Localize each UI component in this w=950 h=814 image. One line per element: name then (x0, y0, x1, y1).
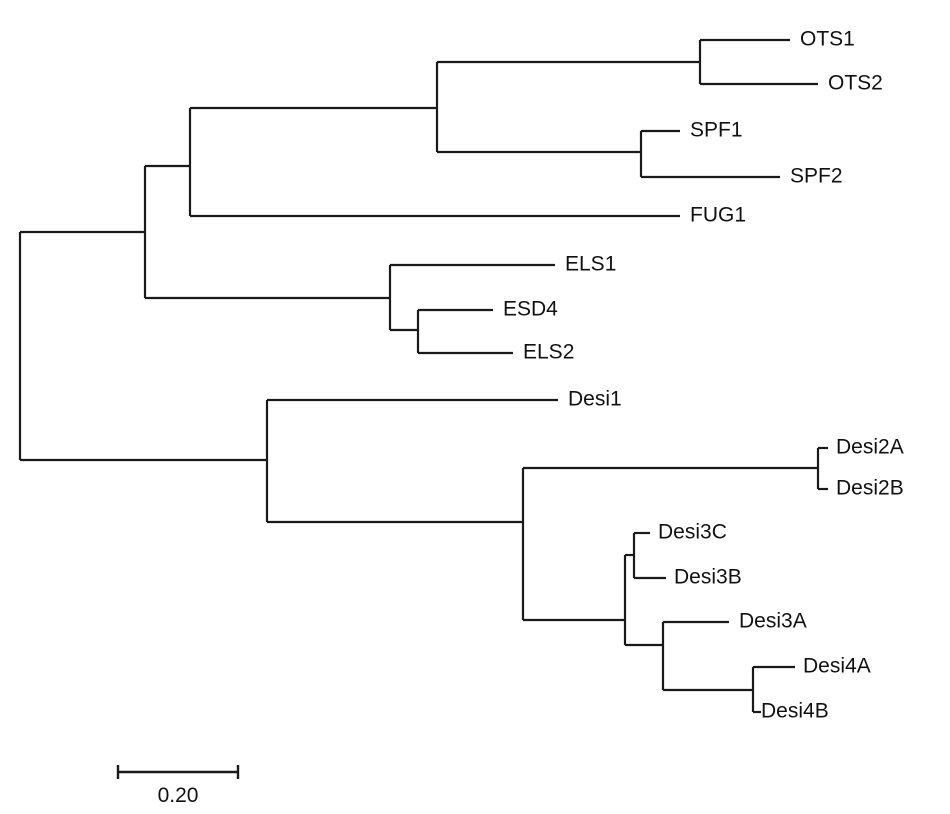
internal-node-node-desi3a4 (625, 622, 665, 690)
tip-label-OTS2: OTS2 (828, 72, 883, 95)
internal-node-node-els (145, 265, 392, 330)
internal-node-node-desi3cb (625, 533, 636, 578)
tip-label-Desi4B: Desi4B (761, 700, 829, 723)
internal-node-node-desi34 (523, 555, 627, 645)
tip-label-OTS1: OTS1 (800, 28, 855, 51)
internal-branch-group (18, 40, 820, 712)
tip-label-Desi2B: Desi2B (836, 477, 904, 500)
tip-label-SPF1: SPF1 (690, 119, 743, 142)
scale-bar-label: 0.20 (158, 784, 199, 807)
internal-node-node-spf (437, 131, 643, 177)
internal-node-node-desi234 (267, 468, 525, 620)
tip-label-ELS2: ELS2 (523, 341, 574, 364)
tip-label-Desi1: Desi1 (568, 388, 622, 411)
tip-label-group: OTS1OTS2SPF1SPF2FUG1ELS1ESD4ELS2Desi1Des… (503, 28, 904, 723)
internal-node-node-esd (390, 310, 420, 353)
tip-label-FUG1: FUG1 (690, 204, 746, 227)
internal-node-node-upper (20, 166, 147, 298)
internal-node-node-ots (437, 40, 702, 84)
internal-node-node-desi2 (523, 448, 820, 489)
internal-node-node-otsspffug (145, 108, 192, 216)
internal-node-node-otsspf (190, 62, 439, 152)
tip-label-Desi2A: Desi2A (836, 436, 904, 459)
scale-bar-group: 0.20 (116, 765, 240, 807)
internal-node-node-desi (20, 400, 269, 522)
tip-label-ESD4: ESD4 (503, 298, 558, 321)
tip-branch-group (190, 38, 828, 714)
tip-label-SPF2: SPF2 (790, 165, 843, 188)
tip-label-Desi3C: Desi3C (658, 521, 727, 544)
internal-node-node-desi4 (663, 667, 755, 712)
tip-label-Desi3A: Desi3A (739, 610, 807, 633)
tip-label-ELS1: ELS1 (565, 253, 616, 276)
tip-label-Desi3B: Desi3B (674, 566, 742, 589)
tip-label-Desi4A: Desi4A (803, 655, 871, 678)
